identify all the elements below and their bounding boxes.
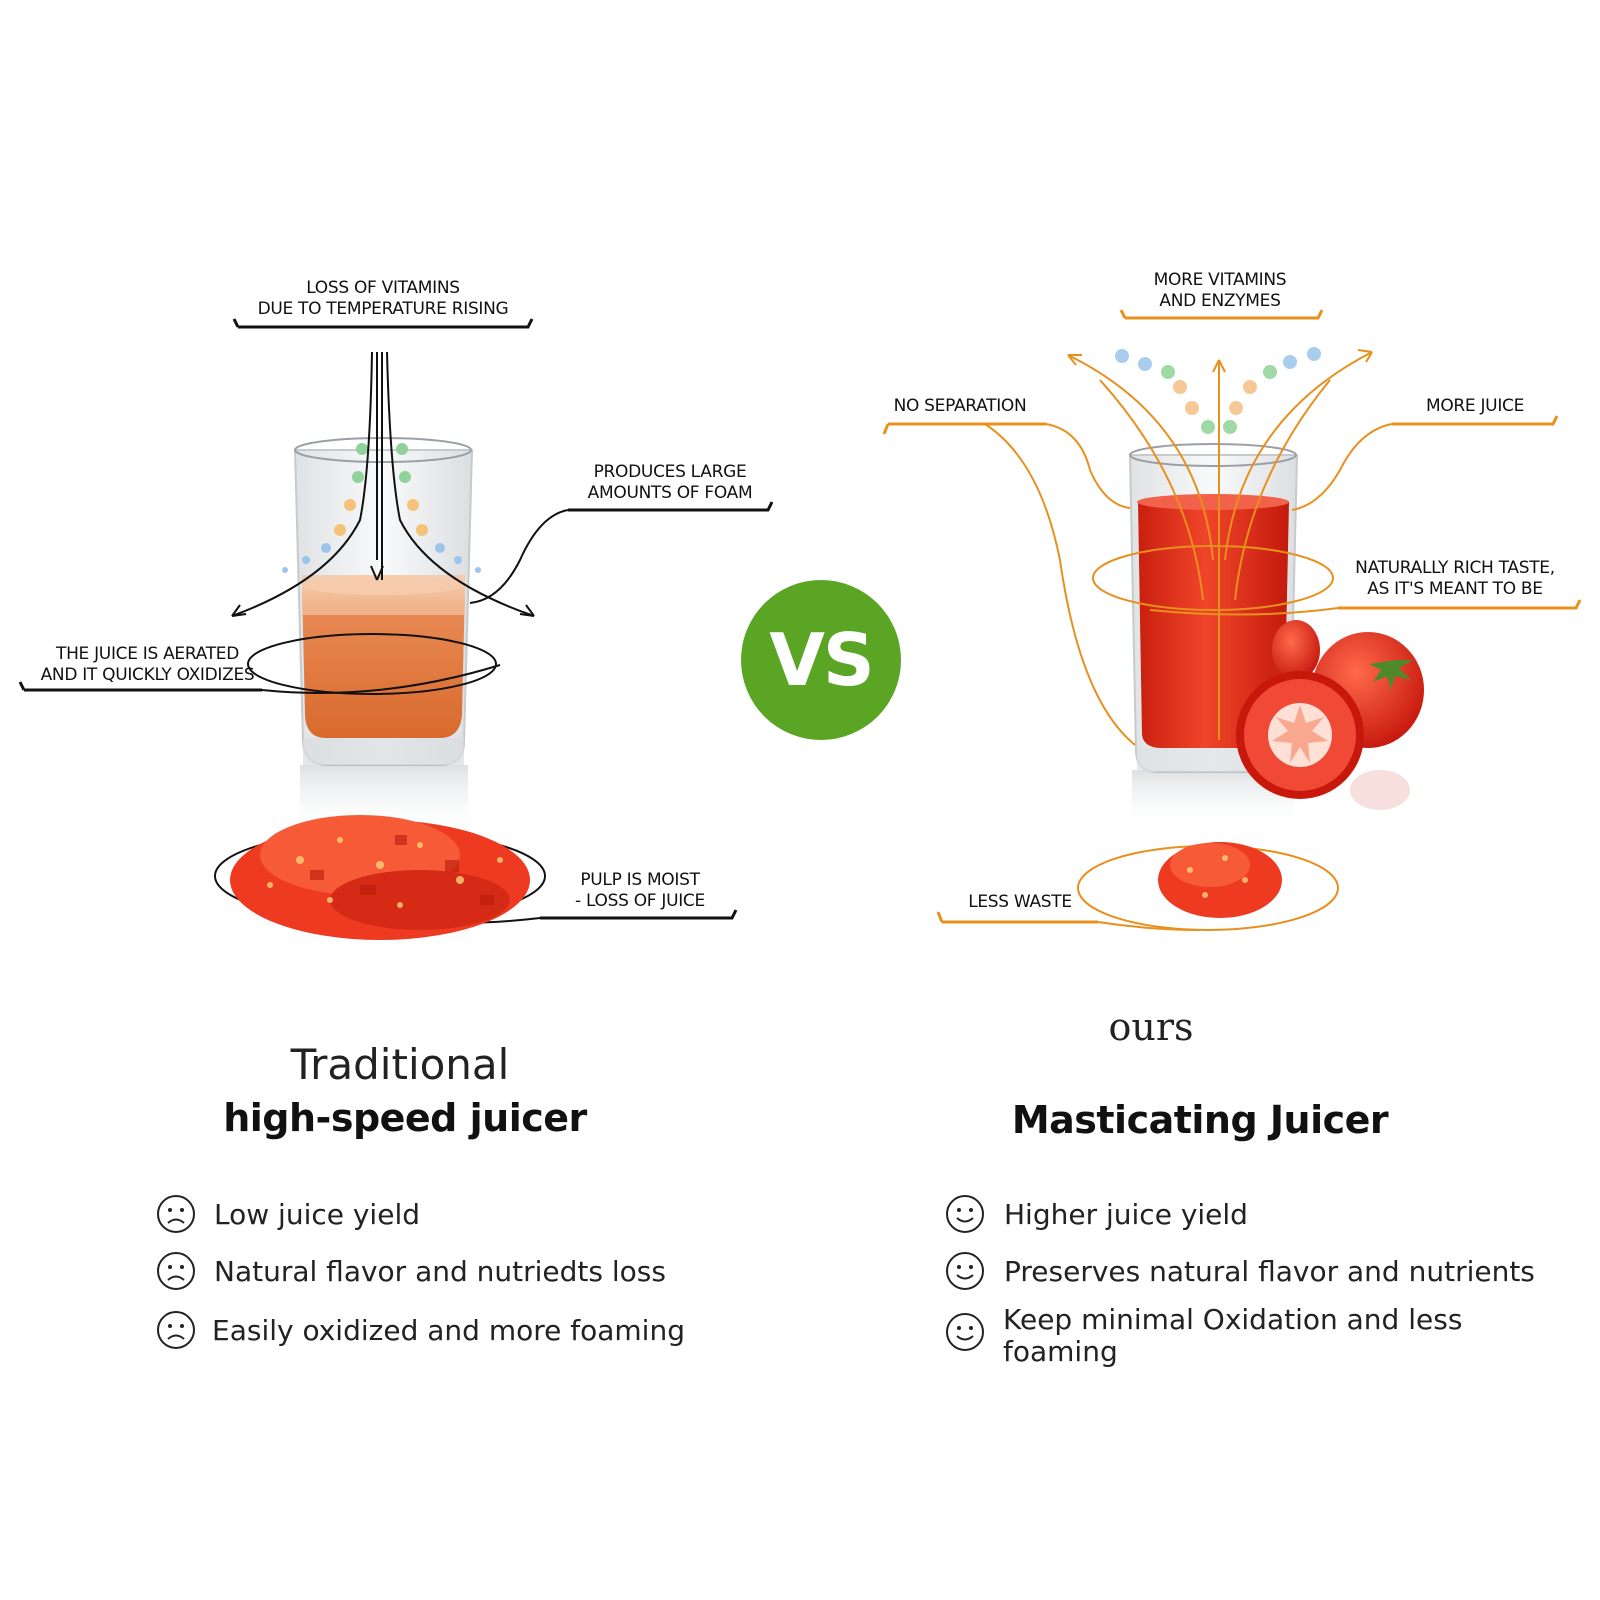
label-line: LESS WASTE [968,892,1072,912]
sad-face-icon [157,1311,195,1349]
label-juice-aerated: THE JUICE IS AERATED AND IT QUICKLY OXID… [30,644,265,686]
label-line: NO SEPARATION [893,396,1027,416]
left-arrows [231,351,535,617]
label-line: NATURALLY RICH TASTE, [1355,558,1555,578]
label-line: LOSS OF VITAMINS [306,278,460,298]
happy-face-icon [946,1195,984,1233]
label-line: PULP IS MOIST [580,870,700,890]
label-more-juice: MORE JUICE [1400,396,1550,417]
label-line: MORE JUICE [1425,396,1525,416]
label-loss-of-vitamins: LOSS OF VITAMINS DUE TO TEMPERATURE RISI… [253,278,513,320]
right-feature-3: Keep minimal Oxidation and less foaming [1003,1303,1463,1368]
label-line: DUE TO TEMPERATURE RISING [257,299,509,319]
label-line: THE JUICE IS AERATED [55,644,240,664]
left-pulp [230,815,530,940]
label-no-separation: NO SEPARATION [880,396,1040,417]
vs-badge-text: VS [769,618,875,702]
label-line: AND ENZYMES [1159,291,1281,311]
label-more-vitamins: MORE VITAMINS AND ENZYMES [1120,270,1320,312]
happy-face-icon [946,1252,984,1290]
tomatoes [1236,620,1424,810]
left-title-line1: Traditional [290,1040,510,1089]
label-line: MORE VITAMINS [1153,270,1287,290]
right-title: Masticating Juicer [1011,1098,1389,1142]
right-arrows [1067,349,1373,740]
label-line: PRODUCES LARGE [593,462,747,482]
label-less-waste: LESS WASTE [955,892,1085,913]
left-title-line2: high-speed juicer [223,1096,587,1140]
label-rich-taste: NATURALLY RICH TASTE, AS IT'S MEANT TO B… [1340,558,1570,600]
right-pulp [1158,842,1282,918]
left-vitamin-dots [282,443,481,573]
right-feature-1: Higher juice yield [1004,1198,1248,1231]
right-feature-2: Preserves natural flavor and nutrients [1004,1255,1535,1288]
brand-text: ours [1108,1005,1194,1049]
label-line: AND IT QUICKLY OXIDIZES [40,665,255,685]
happy-face-icon [946,1313,984,1351]
vs-badge [741,580,901,740]
left-feature-2: Natural flavor and nutriedts loss [214,1255,666,1288]
left-feature-1: Low juice yield [214,1198,420,1231]
label-line: - LOSS OF JUICE [575,891,705,911]
label-produces-foam: PRODUCES LARGE AMOUNTS OF FOAM [570,462,770,504]
right-vitamin-dots [1115,347,1321,434]
label-line: AMOUNTS OF FOAM [587,483,753,503]
left-feature-3: Easily oxidized and more foaming [212,1314,685,1347]
label-line: AS IT'S MEANT TO BE [1367,579,1543,599]
right-callouts [882,309,1582,931]
sad-face-icon [157,1195,195,1233]
sad-face-icon [157,1252,195,1290]
label-pulp-moist: PULP IS MOIST - LOSS OF JUICE [560,870,720,912]
